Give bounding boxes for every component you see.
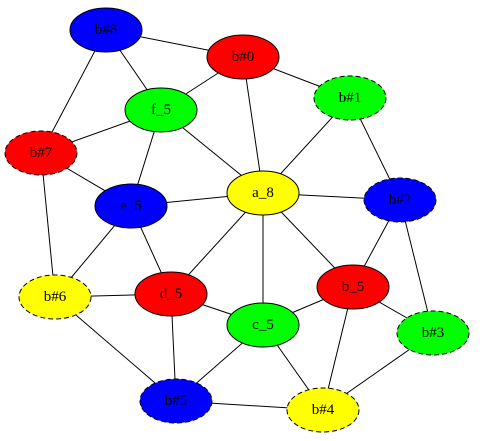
node-label-b-5: b#5 — [165, 393, 188, 409]
edge-b-7-b-6 — [40, 152, 56, 298]
node-ellipse-a-8 — [226, 170, 300, 216]
node-f-5: f_5 — [124, 87, 198, 133]
node-ellipse-b-8 — [69, 7, 143, 53]
node-ellipse-c-5 — [226, 302, 300, 348]
node-label-b-2: b#2 — [389, 192, 412, 208]
edge-b-0-a-8 — [242, 56, 264, 194]
node-b-3: b#3 — [396, 310, 470, 356]
node-b-4: b#4 — [286, 387, 360, 433]
node-c-5: c_5 — [226, 302, 300, 348]
node-b-8: b#8 — [69, 7, 143, 53]
node-label-b-7: b#7 — [30, 145, 53, 161]
node-label-b-3: b#3 — [422, 325, 445, 341]
node-a-8: a_8 — [226, 170, 300, 216]
node-ellipse-b-0 — [206, 34, 280, 80]
node-label-b-8: b#8 — [95, 22, 118, 38]
node-ellipse-b-5 — [139, 378, 213, 424]
node-label-b-5: b_5 — [342, 279, 365, 295]
node-b-0: b#0 — [206, 34, 280, 80]
node-label-b-6: b#6 — [44, 289, 67, 305]
node-ellipse-f-5 — [124, 87, 198, 133]
node-label-b-0: b#0 — [232, 49, 255, 65]
node-label-b-4: b#4 — [312, 402, 335, 418]
node-ellipse-b-1 — [313, 75, 387, 121]
node-label-e-5: e_5 — [120, 198, 142, 214]
node-b-6: b#6 — [18, 274, 92, 320]
node-ellipse-b-2 — [363, 177, 437, 223]
node-label-a-8: a_8 — [252, 185, 274, 201]
node-label-f-5: f_5 — [151, 102, 171, 118]
node-ellipse-b-5 — [316, 264, 390, 310]
node-ellipse-b-7 — [4, 130, 78, 176]
node-label-b-1: b#1 — [339, 90, 362, 106]
node-ellipse-b-4 — [286, 387, 360, 433]
node-b-2: b#2 — [363, 177, 437, 223]
node-ellipse-b-3 — [396, 310, 470, 356]
nodes-layer: b#8 b#0 b#1 f_5 b#7 a_8 b#2 e_5 b_5 b#6 d_5 c_5 b#3 b… — [4, 7, 470, 433]
node-label-c-5: c_5 — [252, 317, 274, 333]
node-ellipse-d-5 — [134, 271, 208, 317]
node-b-1: b#1 — [313, 75, 387, 121]
node-label-d-5: d_5 — [160, 286, 183, 302]
node-b-5: b_5 — [316, 264, 390, 310]
node-e-5: e_5 — [94, 183, 168, 229]
node-b-5: b#5 — [139, 378, 213, 424]
node-d-5: d_5 — [134, 271, 208, 317]
node-ellipse-e-5 — [94, 183, 168, 229]
node-b-7: b#7 — [4, 130, 78, 176]
node-ellipse-b-6 — [18, 274, 92, 320]
